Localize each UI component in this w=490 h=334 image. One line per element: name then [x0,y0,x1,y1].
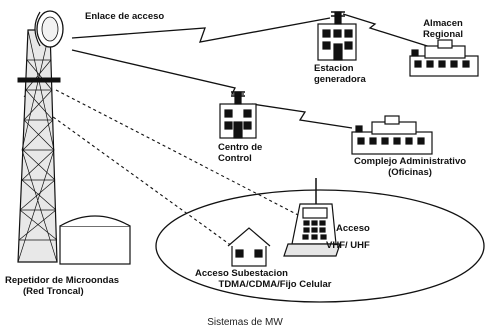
access-area-ellipse [155,189,485,303]
microwave-links [71,13,441,129]
tower-crossarm [17,77,61,83]
label-subestacion-line1: Acceso Subestacion [195,268,288,279]
label-repetidor: Repetidor de Microondas (Red Troncal) [5,275,119,297]
figure-caption: Sistemas de MW [207,317,283,328]
label-subestacion: Acceso Subestacion TDMA/CDMA/Fijo Celula… [195,268,355,290]
label-almacen: Almacen Regional [418,18,468,40]
centro-control-building [219,91,257,139]
subestacion-house-icon [227,227,271,267]
label-repetidor-line1: Repetidor de Microondas [5,275,120,286]
link-to-estacion [71,17,331,43]
label-almacen-line2: Regional [422,29,464,40]
label-almacen-line1: Almacen [423,18,463,29]
tank-building-icon [59,215,131,265]
label-estacion-line2: generadora [314,74,366,85]
dashed-link-subestacion [23,95,233,247]
label-subestacion-line2: TDMA/CDMA/Fijo Celular [218,279,332,290]
vhf-terminal-icon [283,178,341,257]
dish-antenna-icon [34,10,64,48]
label-repetidor-line2: (Red Troncal) [23,286,84,297]
label-centro-line2: Control [218,153,252,164]
estacion-generadora-building [317,11,357,61]
dashed-access-links [23,89,305,247]
label-complejo-line1: Complejo Administrativo [353,156,467,167]
label-estacion: Estacion generadora [314,63,366,85]
label-complejo: Complejo Administrativo (Oficinas) [350,156,470,178]
label-enlace-acceso: Enlace de acceso [85,11,165,22]
tower-lattice [17,29,58,263]
label-vhf-uhf: VHF/ UHF [326,240,370,251]
link-to-centro [71,49,244,95]
label-complejo-line2: (Oficinas) [388,167,432,178]
tower-body [17,29,58,263]
complejo-administrativo-building [351,115,433,155]
almacen-regional-building [409,39,479,77]
label-estacion-line1: Estacion [314,63,354,74]
link-estacion-almacen [342,13,441,51]
label-centro-control: Centro de Control [218,142,262,164]
microwave-tower [17,10,64,263]
label-acceso: Acceso [336,223,370,234]
label-centro-line1: Centro de [218,142,263,153]
link-centro-complejo [251,103,353,129]
dashed-link-acceso [55,89,305,219]
